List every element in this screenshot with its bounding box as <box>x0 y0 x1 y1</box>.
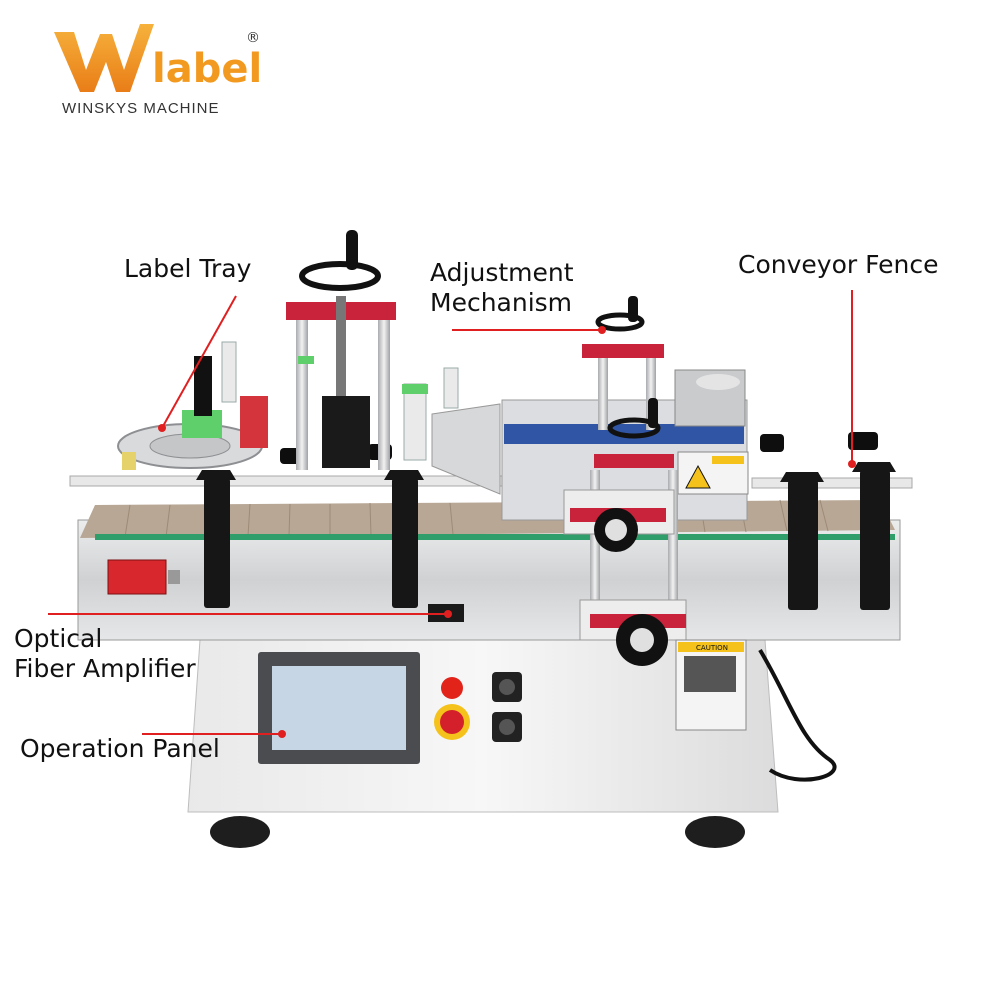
right-handwheel-top <box>595 312 645 332</box>
selector-knob-2 <box>499 719 515 735</box>
fence-rail-left <box>69 475 511 487</box>
power-cable <box>758 648 837 782</box>
left-handwheel <box>299 261 381 291</box>
spool-post <box>194 356 212 416</box>
warning-triangle-icon <box>685 464 711 489</box>
callout-adjustment-mechanism: Adjustment Mechanism <box>430 258 574 318</box>
red-roller <box>240 396 268 448</box>
brand-name: label <box>152 46 262 92</box>
guide-rollers <box>221 341 459 461</box>
mid-handwheel <box>607 417 661 439</box>
left-handwheel-grip <box>346 230 358 270</box>
selector-knob-1 <box>499 679 515 695</box>
fence-rail-right <box>751 477 913 489</box>
callout-dots <box>158 326 856 738</box>
winsky-logo-mark: label ® <box>54 24 262 92</box>
caution-pictogram <box>684 656 736 692</box>
peeling-plate <box>431 403 501 495</box>
callout-conveyor-fence: Conveyor Fence <box>738 250 939 279</box>
red-indicator-button <box>441 677 463 699</box>
callout-optical-fiber-amplifier: Optical Fiber Amplifier <box>14 624 196 684</box>
callout-lines <box>48 290 853 735</box>
emergency-stop-button <box>440 710 464 734</box>
brand-logo: label ® WINSKYS MACHINE <box>48 18 278 128</box>
warning-header <box>712 456 744 464</box>
brand-subtitle: WINSKYS MACHINE <box>62 100 220 117</box>
callout-adjustment-line1: Adjustment <box>430 258 574 287</box>
lower-wheel-hub <box>630 628 654 652</box>
green-collars <box>298 356 428 394</box>
motor-cap <box>696 374 740 390</box>
machine-foot-left <box>210 816 270 848</box>
mid-tower-bracket <box>594 454 674 468</box>
caution-header <box>678 642 744 652</box>
right-handwheel-grip <box>628 296 638 322</box>
hmi-screen <box>272 666 406 750</box>
mid-rod-1 <box>590 470 600 620</box>
yellow-cap <box>122 452 136 470</box>
switch-knob <box>168 570 180 584</box>
fence-brackets <box>196 462 896 610</box>
belt-edge-green <box>95 534 895 540</box>
registered-mark: ® <box>246 30 260 46</box>
w-mark-icon <box>54 24 154 92</box>
caution-text: CAUTION <box>696 644 728 652</box>
upper-wheel-hub <box>605 519 627 541</box>
callout-label-tray: Label Tray <box>124 254 252 283</box>
mid-handwheel-grip <box>648 398 658 428</box>
label-peeler-roller <box>322 396 370 468</box>
left-tower-rod-1 <box>296 320 308 470</box>
callout-optical-line2: Fiber Amplifier <box>14 654 196 683</box>
right-tower-rod-2 <box>646 350 656 430</box>
callout-optical-line1: Optical <box>14 624 103 653</box>
belt-segments <box>124 499 829 538</box>
left-tower-rod-2 <box>378 320 390 470</box>
machine-foot-right <box>685 816 745 848</box>
callout-operation-panel: Operation Panel <box>20 734 220 763</box>
callout-adjustment-line2: Mechanism <box>430 288 573 317</box>
right-tower-rod-1 <box>598 350 608 430</box>
right-tower-top-bracket <box>582 344 664 358</box>
red-switch-box <box>107 559 167 595</box>
mid-rod-2 <box>668 470 678 620</box>
left-tower-screw <box>336 296 346 456</box>
